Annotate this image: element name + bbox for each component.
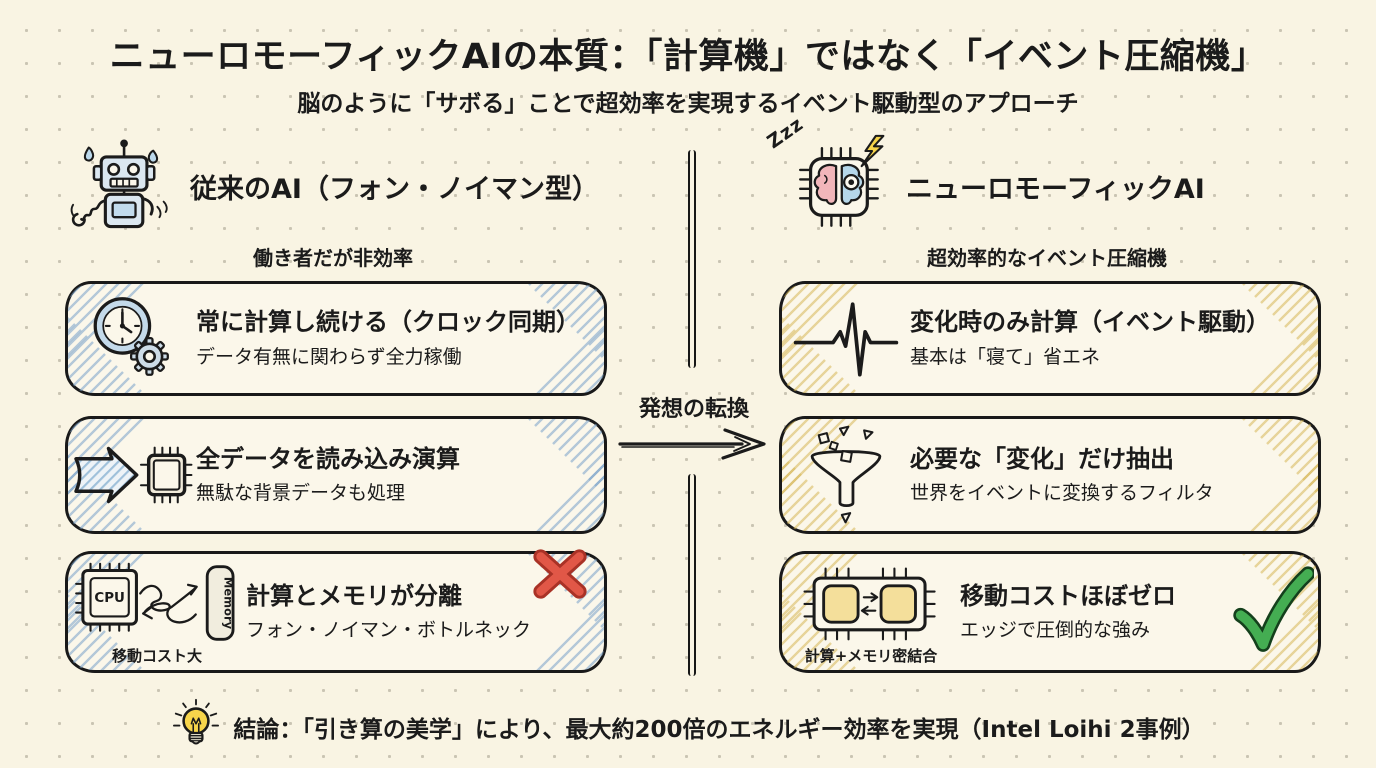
icon-caption: 計算+メモリ密結合 <box>804 646 938 665</box>
icon-caption: 移動コスト大 <box>111 646 202 665</box>
right-column-heading: ニューロモーフィックAI <box>906 173 1205 205</box>
center-divider-top <box>688 150 696 368</box>
cpu-memory-separated-icon: CPU Memory 移動コスト大 <box>68 559 246 666</box>
left-column-header: 従来のAI（フォン・ノイマン型） <box>70 134 599 238</box>
neuro-box-change-extraction: 必要な「変化」だけ抽出 世界をイベントに変換するフィルタ <box>779 416 1321 534</box>
coupled-compute-memory-icon: 計算+メモリ密結合 <box>782 559 960 666</box>
cpu-label: CPU <box>94 591 124 606</box>
box-desc: エッジで圧倒的な強み <box>960 619 1151 642</box>
sleeping-brain-chip-icon: Zzz <box>763 113 890 238</box>
center-divider-bottom <box>688 474 696 676</box>
page-title: ニューロモーフィックAIの本質：「計算機」ではなく「イベント圧縮機」 <box>109 37 1267 77</box>
box-title: 全データを読み込み演算 <box>196 444 460 473</box>
box-title: 変化時のみ計算（イベント駆動） <box>910 308 1270 337</box>
box-title: 必要な「変化」だけ抽出 <box>910 444 1174 473</box>
clock-gear-icon <box>68 291 196 387</box>
box-title: 移動コストほぼゼロ <box>960 581 1176 610</box>
trad-box-all-data: 全データを読み込み演算 無駄な背景データも処理 <box>65 416 607 534</box>
pivot-arrow-icon <box>616 424 771 462</box>
box-desc: 世界をイベントに変換するフィルタ <box>910 482 1214 505</box>
red-x-icon <box>530 544 590 604</box>
left-column-heading: 従来のAI（フォン・ノイマン型） <box>190 173 599 205</box>
conclusion-bar: 結論：「引き算の美学」により、最大約200倍のエネルギー効率を実現（Intel … <box>0 698 1376 755</box>
trad-box-separated-memory: CPU Memory 移動コスト大 計算とメモリが分離 フォン・ノイマン・ボトル… <box>65 549 607 673</box>
left-column-tagline: 働き者だが非効率 <box>253 246 413 270</box>
neuro-box-zero-move-cost: 計算+メモリ密結合 移動コストほぼゼロ エッジで圧倒的な強み <box>779 551 1321 673</box>
page-subtitle: 脳のように「サボる」ことで超効率を実現するイベント駆動型のアプローチ <box>297 91 1079 117</box>
green-check-icon <box>1232 554 1314 666</box>
box-desc: データ有無に関わらず全力稼働 <box>196 345 462 368</box>
box-corner-hatching <box>782 284 1318 393</box>
lightbulb-icon <box>171 698 221 755</box>
box-title: 常に計算し続ける（クロック同期） <box>196 308 580 337</box>
right-column-tagline: 超効率的なイベント圧縮機 <box>927 246 1167 270</box>
pivot-label: 発想の転換 <box>638 397 749 422</box>
conclusion-text: 結論：「引き算の美学」により、最大約200倍のエネルギー効率を実現（Intel … <box>233 716 1205 743</box>
sweating-robot-icon <box>70 134 174 238</box>
box-title: 計算とメモリが分離 <box>246 581 462 610</box>
right-column-header: Zzz ニューロ <box>763 113 1205 238</box>
event-funnel-icon <box>782 423 910 527</box>
arrow-into-chip-icon <box>68 440 196 510</box>
memory-label: Memory <box>221 576 235 629</box>
neuro-box-event-driven: 変化時のみ計算（イベント駆動） 基本は「寝て」省エネ <box>779 281 1321 396</box>
box-desc: 無駄な背景データも処理 <box>196 482 406 505</box>
spike-waveform-icon <box>782 298 910 380</box>
box-desc: フォン・ノイマン・ボトルネック <box>246 619 532 642</box>
trad-box-clock-sync: 常に計算し続ける（クロック同期） データ有無に関わらず全力稼働 <box>65 281 607 396</box>
box-desc: 基本は「寝て」省エネ <box>910 345 1101 368</box>
